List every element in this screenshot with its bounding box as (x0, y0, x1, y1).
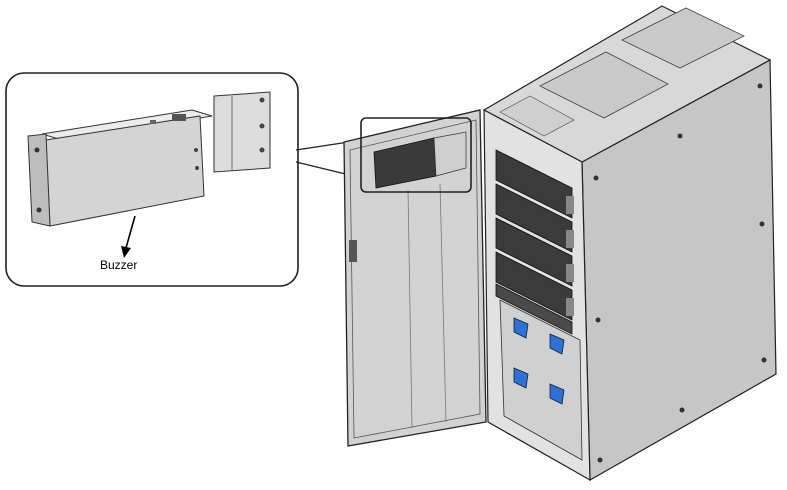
bracket-screw (259, 97, 265, 103)
leader-arrowhead (121, 246, 131, 258)
zoom-callout (5, 72, 299, 287)
leader-line (125, 215, 136, 249)
highlight-frame (360, 117, 472, 193)
buzzer-flange (27, 133, 51, 227)
power-module (495, 217, 573, 287)
bracket-plate (213, 91, 271, 173)
power-modules (495, 149, 574, 335)
breaker-handle (549, 383, 565, 405)
bracket-screw (259, 123, 265, 129)
power-module (495, 251, 573, 321)
callout-label-buzzer: Buzzer (100, 258, 138, 272)
breaker-handle (513, 317, 529, 339)
breaker-handles (513, 317, 565, 405)
power-module (495, 149, 573, 219)
cabinet-door (343, 109, 487, 447)
buzzer-top (41, 109, 213, 141)
top-vent-panel (621, 7, 745, 69)
connector (172, 114, 186, 121)
top-vent-panel (539, 51, 669, 119)
breaker-handle (549, 333, 565, 355)
power-module (495, 183, 573, 253)
door-panel (343, 109, 487, 447)
bracket-screw (259, 147, 265, 153)
breaker-handle (513, 367, 529, 389)
door-latch (349, 240, 357, 262)
cabinet (482, 5, 777, 482)
